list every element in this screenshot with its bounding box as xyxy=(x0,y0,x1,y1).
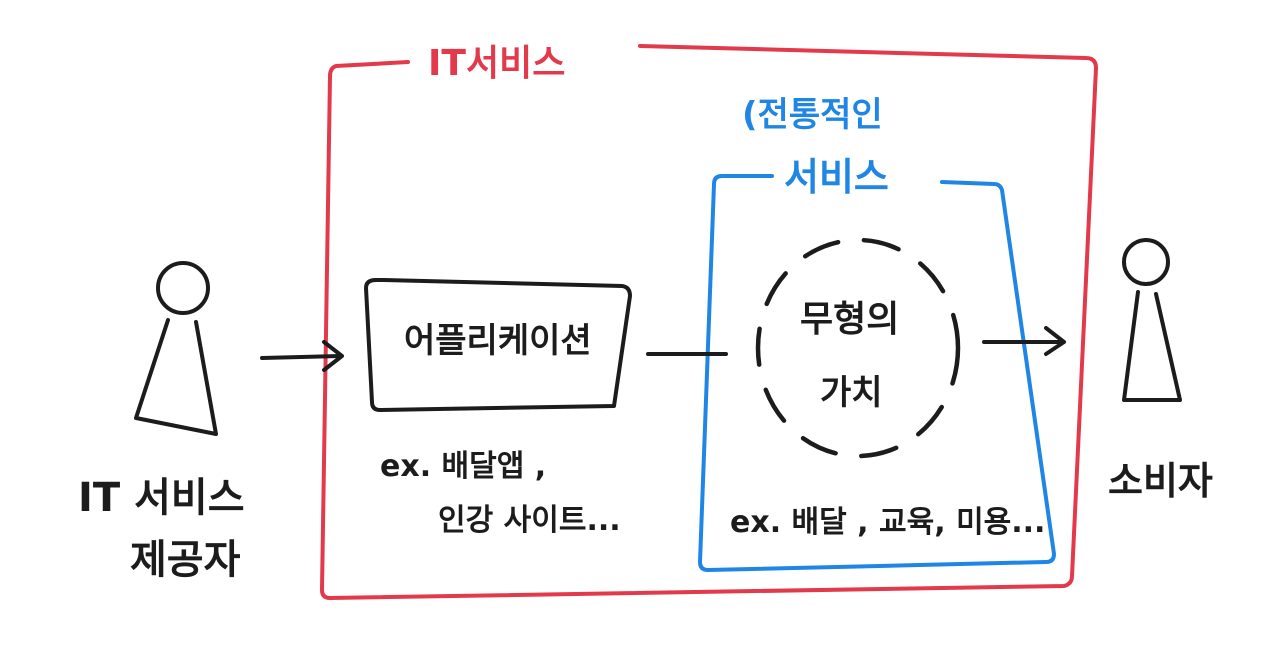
traditional-service-examples: ex. 배달 , 교육, 미용... xyxy=(730,505,1046,540)
application-label: 어플리케이션 xyxy=(404,321,592,361)
provider-label-line2: 제공자 xyxy=(130,537,241,583)
traditional-service-frame xyxy=(698,174,1056,572)
arrow-provider-to-app xyxy=(260,340,344,372)
application-examples-line1: ex. 배달앱 , xyxy=(380,449,547,484)
it-service-title: IT서비스 xyxy=(428,43,566,84)
provider-label-line1: IT 서비스 xyxy=(78,475,245,521)
application-box xyxy=(364,278,632,412)
consumer-label: 소비자 xyxy=(1108,459,1213,503)
value-circle-line2: 가치 xyxy=(820,373,883,413)
value-circle-line1: 무형의 xyxy=(800,299,900,340)
provider-figure xyxy=(134,261,218,436)
traditional-service-title-top: (전통적인 xyxy=(742,95,883,135)
arrow-value-to-consumer xyxy=(982,326,1066,356)
it-service-frame xyxy=(320,44,1098,600)
value-circle xyxy=(755,237,961,459)
consumer-figure xyxy=(1122,238,1182,402)
application-examples-line2: 인강 사이트... xyxy=(438,503,621,538)
traditional-service-title-bottom: 서비스 xyxy=(784,155,889,199)
